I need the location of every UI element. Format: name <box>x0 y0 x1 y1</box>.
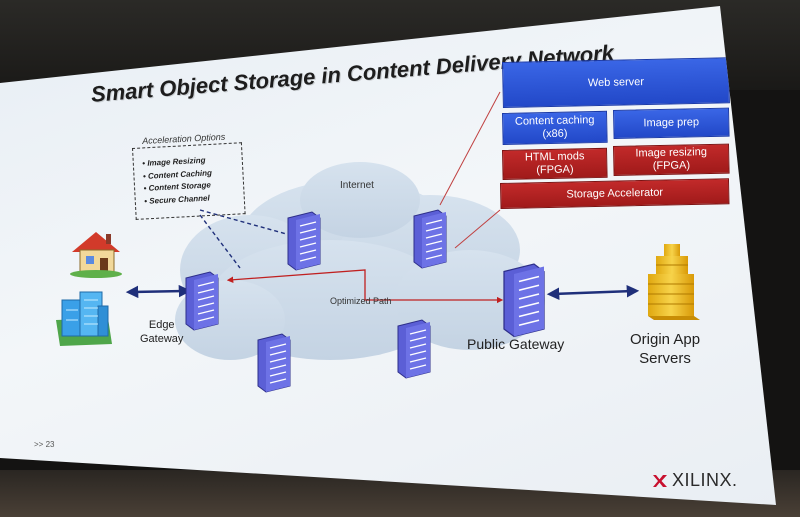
internet-label: Internet <box>340 180 374 191</box>
server-rack-icon <box>257 333 291 393</box>
office-building-icon <box>56 291 112 346</box>
stack-link-line <box>439 91 501 206</box>
acceleration-options-list: Image Resizing Content Caching Content S… <box>142 154 214 208</box>
brand-name: XILINX. <box>672 470 738 490</box>
server-rack-icon <box>397 319 431 379</box>
house-icon <box>70 232 122 278</box>
html-mods-box: HTML mods (FPGA) <box>502 147 608 180</box>
server-rack-icon <box>185 271 219 331</box>
server-rack-icon <box>503 263 545 338</box>
content-caching-box: Content caching (x86) <box>502 110 608 145</box>
slide-number: >> 23 <box>34 440 55 449</box>
origin-link-arrow <box>546 284 640 301</box>
origin-app-servers-label: Origin App Servers <box>630 331 701 367</box>
xilinx-logo-icon <box>653 475 667 487</box>
storage-accelerator-box: Storage Accelerator <box>500 178 730 209</box>
public-gateway-label: Public Gateway <box>467 336 565 352</box>
stack-link-line <box>454 209 501 249</box>
accel-link-line <box>199 209 291 236</box>
edge-link-arrow <box>125 284 192 299</box>
origin-server-icon <box>648 244 700 320</box>
web-server-box: Web server <box>502 57 730 108</box>
optimized-path-line <box>226 269 504 304</box>
edge-gateway-label: Edge Gateway <box>140 319 184 345</box>
image-prep-box: Image prep <box>613 107 730 139</box>
optimized-path-label: Optimized Path <box>330 296 392 306</box>
image-resizing-box: Image resizing (FPGA) <box>613 143 730 176</box>
server-rack-icon <box>413 209 447 269</box>
server-rack-icon <box>287 211 321 271</box>
